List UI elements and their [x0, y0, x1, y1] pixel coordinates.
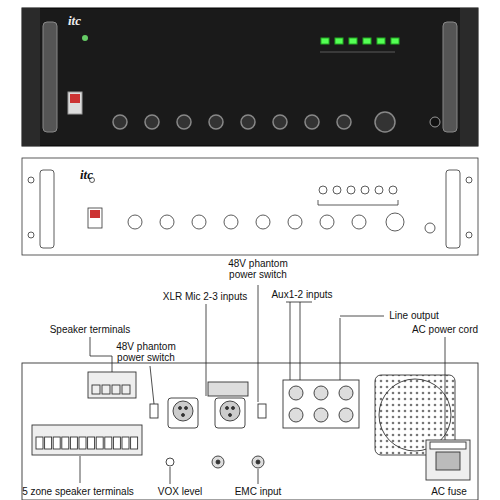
callout-label: XLR Mic 2-3 inputs: [150, 291, 260, 302]
callout-label: 48V phantom power switch: [110, 341, 182, 363]
leader-lines: [80, 285, 445, 484]
callout-label: Aux1-2 inputs: [262, 289, 342, 300]
callout-label: VOX level: [150, 486, 210, 497]
front-photo: [22, 8, 478, 146]
callout-label: Line output: [384, 310, 444, 321]
callout-label: 5 zone speaker terminals: [8, 486, 148, 497]
callout-label: AC power cord: [404, 324, 486, 335]
callout-label: EMC input: [228, 486, 288, 497]
rear-panel: [22, 363, 478, 500]
brand-logo: itc: [80, 168, 102, 181]
callout-label: 48V phantom power switch: [222, 258, 294, 280]
callout-label: Speaker terminals: [38, 324, 142, 335]
callout-label: AC fuse: [424, 486, 474, 497]
front-drawing: [22, 158, 478, 255]
brand-logo: itc: [68, 14, 90, 27]
